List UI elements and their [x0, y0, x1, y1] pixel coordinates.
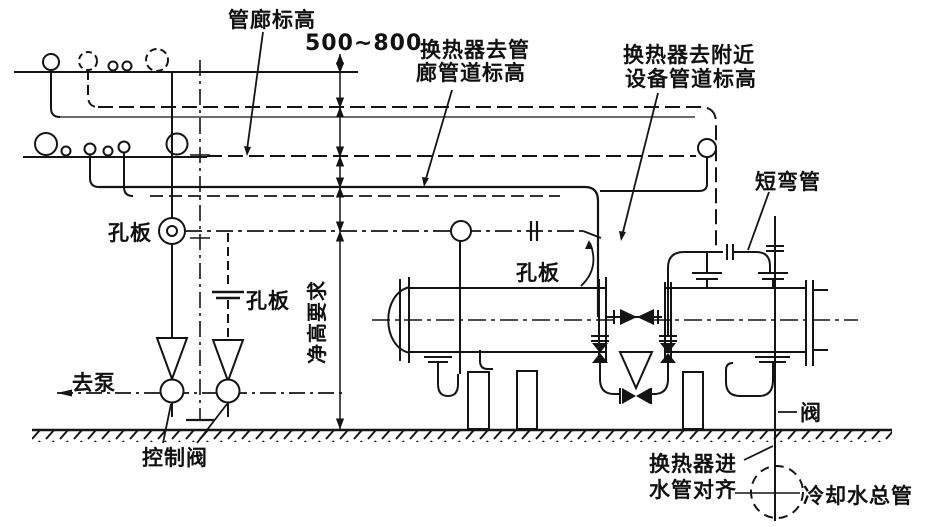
- dim-arrow: [335, 106, 345, 118]
- heat-exchanger-left: [372, 277, 618, 430]
- support-leg: [682, 371, 704, 430]
- pipe-end-slant: [582, 230, 602, 239]
- horizontal-pipe-runs: [60, 106, 717, 317]
- small-elbow: [479, 350, 493, 370]
- pipe-rack-levels: [14, 48, 358, 197]
- leader-hx-inlet-align: [743, 445, 774, 461]
- control-valve-funnel: [211, 339, 245, 384]
- orifice-symbol-inner: [166, 225, 178, 237]
- pipe-section: [121, 60, 133, 72]
- label-cooling-water-main: 冷却水总管: [803, 484, 913, 508]
- dim-arrow: [335, 62, 345, 74]
- cooling-water-main-section: [750, 465, 804, 519]
- label-clear-height: 净高要求: [305, 280, 329, 364]
- instrument-circle: [450, 220, 472, 242]
- dim-arrow: [335, 177, 345, 189]
- cooling-water-line: [735, 216, 804, 521]
- dim-arrow: [335, 146, 345, 158]
- pipe-drop: [123, 153, 134, 197]
- pipe-section: [107, 60, 119, 72]
- pipe-section: [117, 140, 131, 154]
- label-hx-to-rack-2: 廊管道标高: [416, 61, 526, 85]
- leader-hx-to-nearby: [621, 92, 659, 237]
- elbow: [649, 363, 669, 395]
- valve-bowtie: [660, 353, 676, 363]
- control-valve-body: [159, 378, 185, 404]
- label-to-pump: 去泵: [72, 371, 116, 395]
- label-control-valve: 控制阀: [142, 446, 208, 470]
- drain-u-bend: [437, 362, 459, 398]
- pipe-elbow-run: [600, 157, 708, 192]
- pipe-drop: [50, 70, 61, 118]
- drain-u-bend: [725, 362, 774, 397]
- pipe-section-dashed: [78, 51, 98, 71]
- pipe-drop: [89, 155, 100, 188]
- control-valve-funnel: [155, 337, 189, 382]
- pipe-section: [60, 145, 72, 157]
- short-bend-pipe: [733, 251, 771, 273]
- rack-pipe-dashed: [98, 106, 717, 248]
- control-valve-body: [215, 378, 241, 404]
- dim-arrow: [335, 230, 345, 242]
- leader-pipe-rack-elevation: [246, 31, 264, 151]
- pipe-section-dashed: [145, 48, 169, 72]
- leader-control-valve-2: [196, 403, 228, 444]
- dim-arrow: [335, 97, 345, 109]
- pipe-section: [34, 132, 58, 156]
- support-leg: [516, 370, 538, 430]
- valve-bowtie: [620, 309, 637, 325]
- hx-to-rack-pipe: [99, 185, 600, 317]
- orifice-symbol-circle: [158, 217, 186, 245]
- pipe-section: [697, 138, 717, 158]
- ground-line: [32, 428, 892, 442]
- valve-bowtie: [622, 388, 636, 404]
- support-leg: [467, 371, 490, 430]
- pipe-section: [83, 142, 97, 156]
- pipe-drop-dashed: [87, 70, 99, 108]
- label-hx-to-rack-1: 换热器去管: [420, 38, 530, 62]
- elbow: [599, 363, 620, 395]
- pipe-section: [165, 132, 189, 156]
- label-short-bend-pipe: 短弯管: [755, 170, 821, 194]
- leader-hx-to-rack: [424, 89, 453, 183]
- leader-lines: [162, 31, 797, 461]
- orifice-run: [185, 220, 602, 374]
- valve-bowtie: [592, 353, 608, 363]
- dim-arrow: [335, 418, 345, 430]
- valve-bowtie: [637, 309, 654, 325]
- label-pipe-rack-elevation: 管廊标高: [228, 8, 316, 32]
- dim-arrow: [335, 221, 345, 233]
- leader-control-valve-1: [162, 403, 172, 444]
- dimension-lines: [186, 53, 345, 430]
- valve-bowtie: [636, 388, 650, 404]
- label-orifice-center: 孔板: [516, 261, 560, 285]
- label-hx-to-nearby-2: 设备管道标高: [625, 67, 757, 91]
- dim-arrow: [335, 155, 345, 167]
- drain-funnel: [618, 351, 654, 391]
- label-hx-to-nearby-1: 换热器去附近: [623, 43, 755, 67]
- to-pump-arrow: [57, 389, 72, 397]
- valve-bowtie: [592, 343, 608, 353]
- valve-manifold: [591, 309, 677, 404]
- label-orifice-left: 孔板: [108, 221, 152, 245]
- label-hx-inlet-align-1: 换热器进: [649, 452, 737, 476]
- ground-hatching: [32, 431, 892, 442]
- labels: 管廊标高 500~800 换热器去管 廊管道标高 换热器去附近 设备管道标高 短…: [72, 8, 913, 508]
- short-bend-pipe: [667, 251, 723, 336]
- label-dim-500-800: 500~800: [305, 31, 422, 56]
- heat-exchanger-right: [652, 244, 858, 430]
- label-hx-inlet-align-2: 水管对齐: [649, 478, 737, 502]
- label-orifice-mid: 孔板: [246, 289, 290, 313]
- leader-orifice-arc: [580, 242, 595, 287]
- pipe-section: [42, 53, 60, 71]
- leader-short-bend: [747, 191, 770, 251]
- pipe-section: [102, 145, 114, 157]
- control-valve-stations: [57, 72, 345, 417]
- label-valve: 阀: [800, 401, 822, 425]
- dim-arrow: [335, 186, 345, 198]
